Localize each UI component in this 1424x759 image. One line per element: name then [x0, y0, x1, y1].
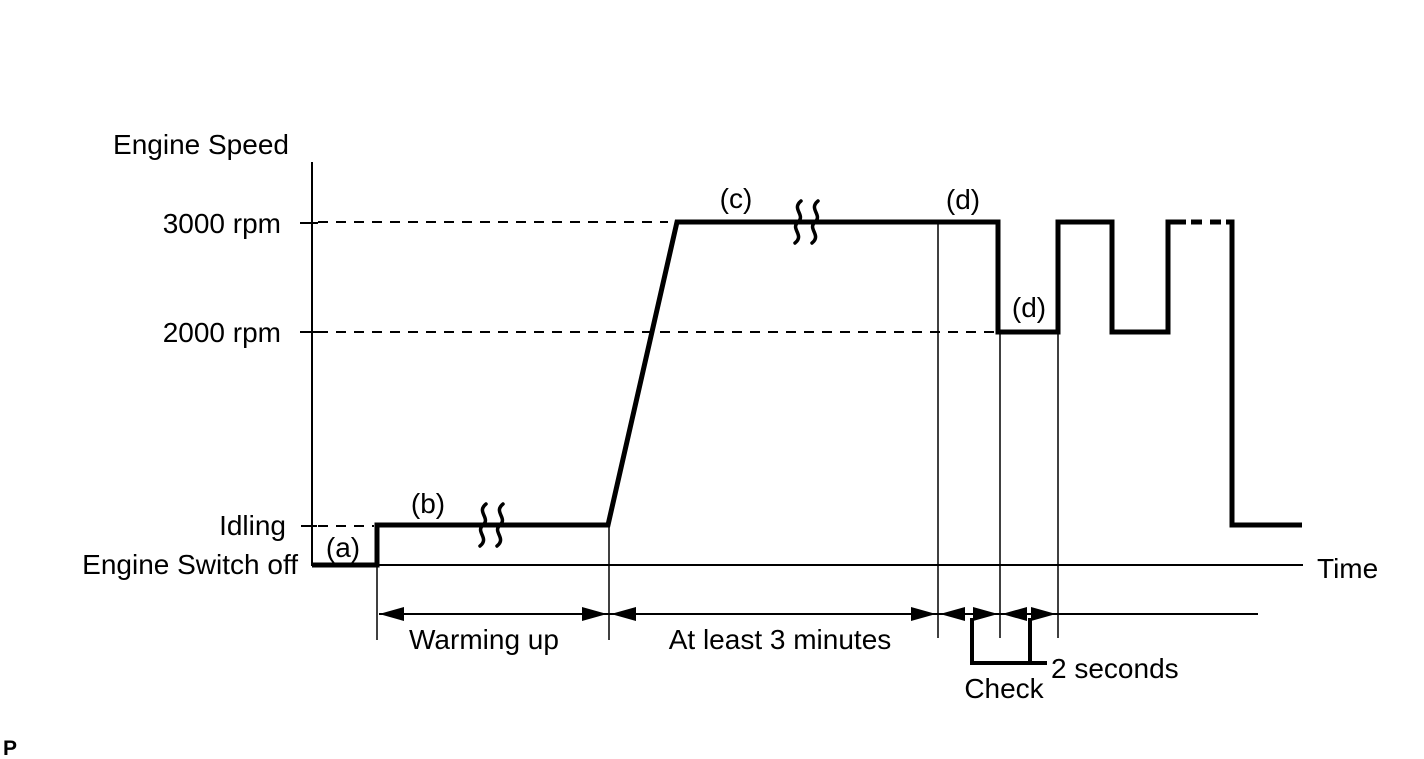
arrowhead-right-3min — [911, 607, 936, 621]
check-bracket — [970, 618, 1047, 665]
page-marker: P — [3, 737, 17, 759]
phase-label-c: (c) — [720, 183, 753, 214]
arrowhead-right-check2 — [1031, 607, 1056, 621]
y-axis-title: Engine Speed — [113, 129, 289, 160]
label-engine-switch-off: Engine Switch off — [82, 549, 298, 580]
arrowhead-left-check1 — [940, 607, 965, 621]
phase-label-a: (a) — [326, 532, 360, 563]
label-idling: Idling — [219, 510, 286, 541]
duration-label-warming-up: Warming up — [409, 624, 559, 655]
waveform-main — [312, 219, 1186, 568]
phase-label-d-high: (d) — [946, 184, 980, 215]
arrowhead-right-warmup — [582, 607, 607, 621]
phase-label-b: (b) — [411, 488, 445, 519]
arrowhead-left-check2 — [1002, 607, 1027, 621]
x-axis-title: Time — [1317, 553, 1378, 584]
phase-label-d-low: (d) — [1012, 292, 1046, 323]
duration-label-2-seconds: 2 seconds — [1051, 653, 1179, 684]
arrowhead-right-check1 — [973, 607, 998, 621]
break-mark-3000-1 — [793, 199, 803, 245]
break-mark-3000-2 — [810, 199, 820, 245]
label-3000rpm: 3000 rpm — [163, 208, 281, 239]
break-mark-idle-2 — [495, 502, 505, 548]
duration-label-check: Check — [964, 673, 1044, 704]
duration-label-3-minutes: At least 3 minutes — [669, 624, 892, 655]
waveform-end — [1226, 219, 1302, 528]
label-2000rpm: 2000 rpm — [163, 317, 281, 348]
break-mark-idle-1 — [478, 502, 488, 548]
arrowhead-left-3min — [611, 607, 636, 621]
arrowhead-left-warmup — [379, 607, 404, 621]
